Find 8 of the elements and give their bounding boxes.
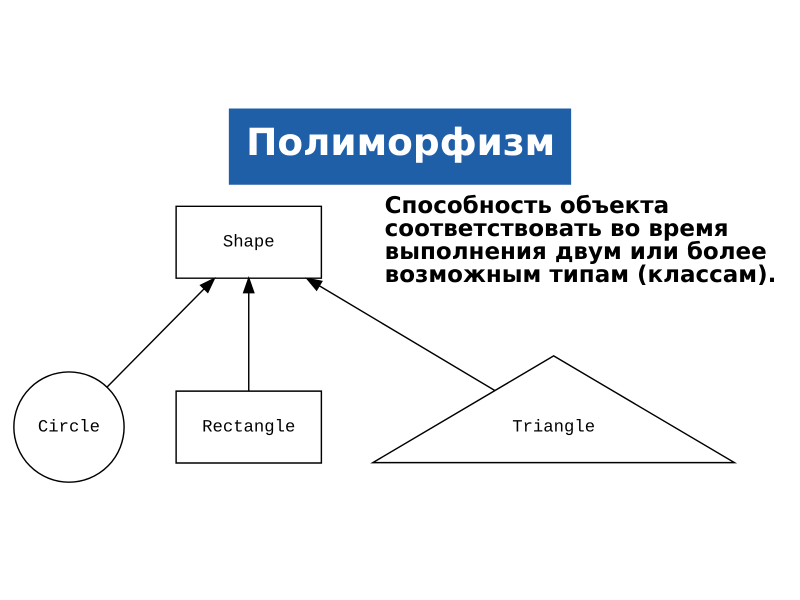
- node-box: Shape: [175, 205, 322, 278]
- node-circle: Circle: [13, 370, 125, 482]
- arrow: [106, 276, 216, 388]
- diagram-title: Полиморфизм: [246, 119, 556, 164]
- arrow: [242, 276, 255, 390]
- arrow: [304, 276, 496, 391]
- node-box: Rectangle: [175, 390, 322, 464]
- label: Способность объекта соответствовать во время выполнения двум или более возможным типам (классам).: [384, 192, 776, 288]
